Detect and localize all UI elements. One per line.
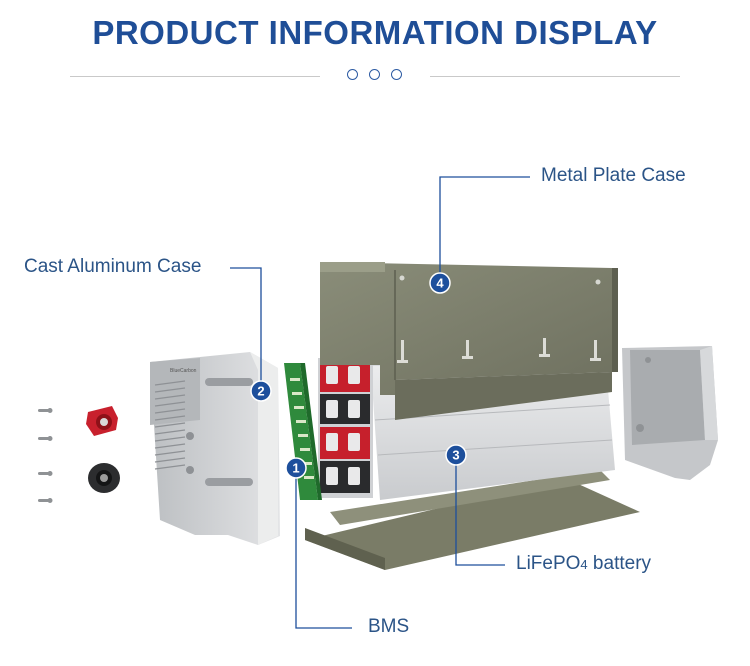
cast-aluminum-case: BlueCarbon (150, 352, 280, 545)
decor-dot-2 (369, 69, 380, 80)
label-bms: BMS (368, 616, 410, 637)
svg-text:1: 1 (292, 461, 299, 476)
base-tray (305, 470, 640, 570)
badge-4: 4 (429, 272, 451, 294)
bms-board (284, 363, 322, 500)
divider-left (70, 76, 320, 77)
label-lifepo4-suffix: battery (587, 553, 652, 574)
badge-1: 1 (285, 457, 307, 479)
black-terminal (88, 463, 120, 493)
label-cast-aluminum-case: Cast Aluminum Case (24, 256, 202, 277)
svg-text:2: 2 (257, 384, 264, 399)
svg-text:BlueCarbon: BlueCarbon (170, 368, 197, 374)
label-metal-plate-case: Metal Plate Case (541, 165, 686, 186)
page-title: PRODUCT INFORMATION DISPLAY (92, 14, 658, 51)
screws (38, 408, 53, 503)
decor-dot-1 (347, 69, 358, 80)
divider-right (430, 76, 680, 77)
badge-2: 2 (250, 380, 272, 402)
leader-lines (230, 176, 530, 629)
badge-3: 3 (445, 444, 467, 466)
label-lifepo4-text: LiFePO (516, 553, 581, 574)
right-end-cap (622, 346, 718, 480)
metal-plate-case (320, 262, 618, 420)
svg-text:3: 3 (452, 448, 459, 463)
decor-dot-3 (391, 69, 402, 80)
svg-text:4: 4 (436, 276, 444, 291)
red-terminal (86, 406, 118, 436)
label-lifepo4-battery: LiFePO4 battery (516, 553, 651, 575)
label-lifepo4-subscript: 4 (580, 557, 588, 572)
